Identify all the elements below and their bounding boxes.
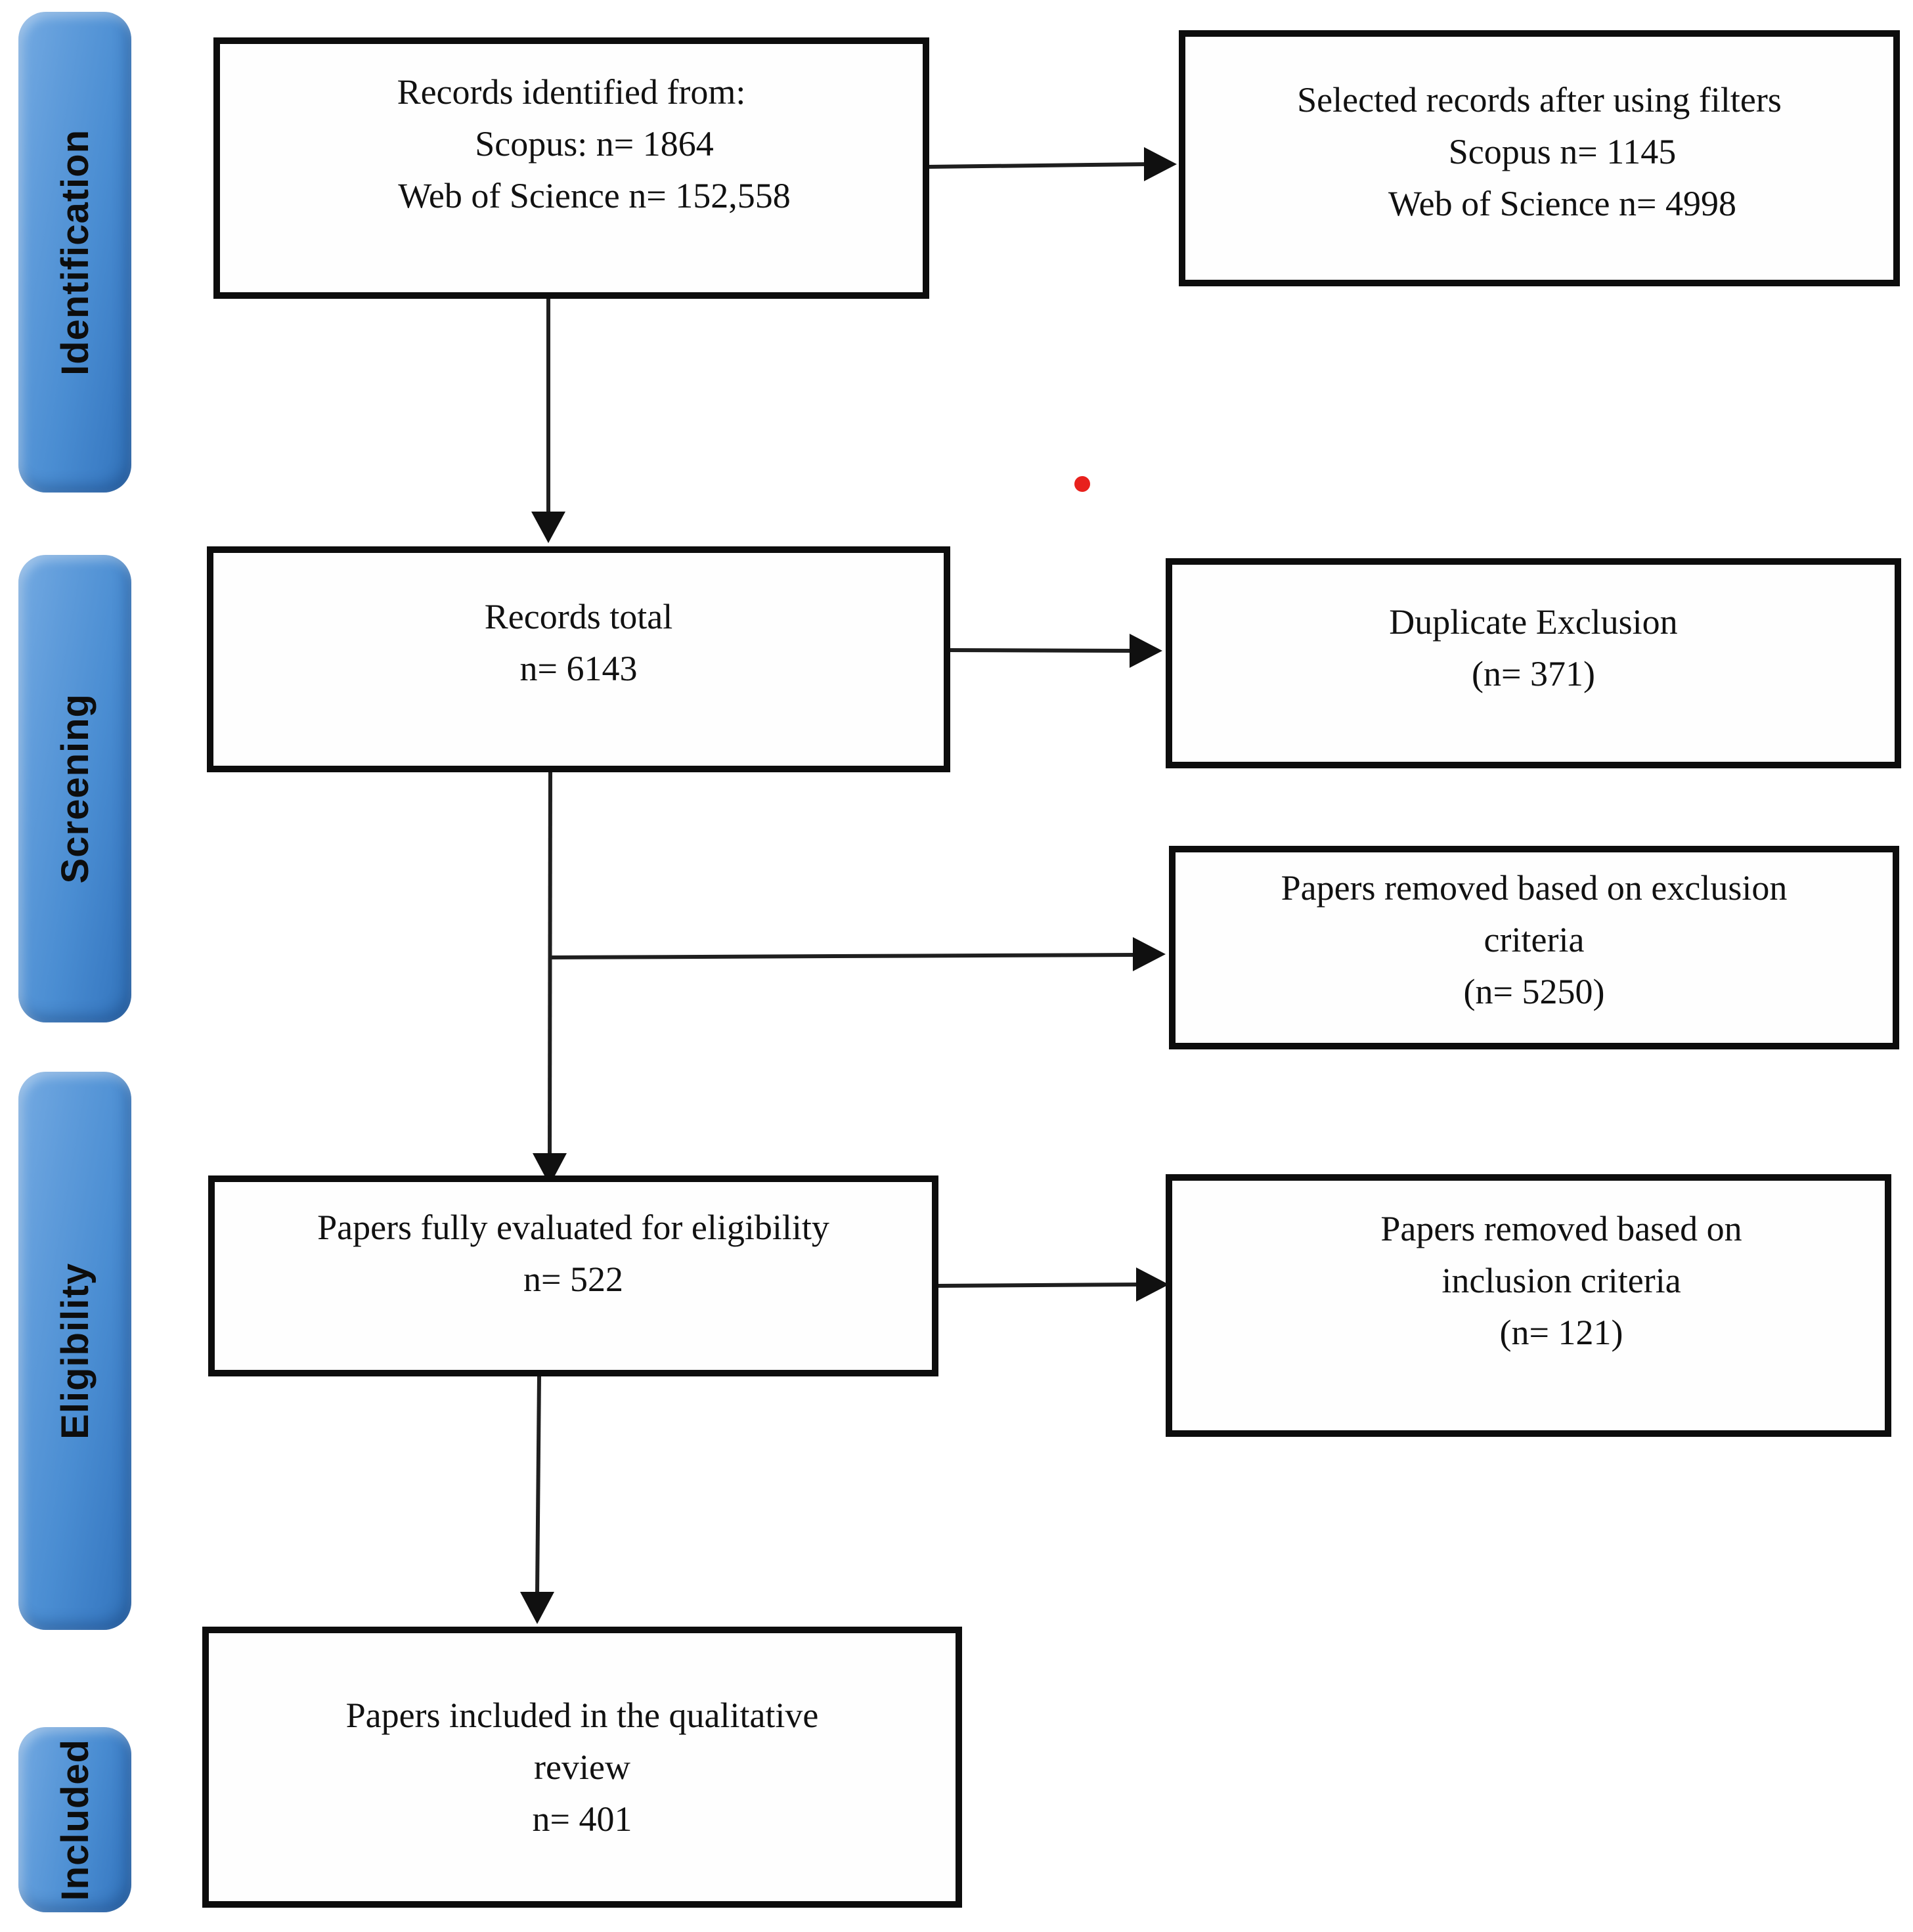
stage-included-label: Included [53, 1738, 97, 1901]
box-text-line: (n= 371) [1472, 654, 1595, 693]
stage-screening: Screening [18, 555, 131, 1022]
stage-included: Included [18, 1727, 131, 1912]
box-records-identified: Records identified from: Scopus: n= 1864… [213, 37, 929, 299]
box-text-line: Records total [484, 597, 673, 636]
stage-eligibility: Eligibility [18, 1072, 131, 1630]
box-text-line: Papers fully evaluated for eligibility [317, 1208, 829, 1247]
arrow-evaluated-to-inclusion [938, 1267, 1169, 1302]
box-text-line: (n= 121) [1499, 1312, 1623, 1352]
box-text-line: Records identified from: [397, 72, 746, 112]
red-dot-marker [1074, 476, 1090, 492]
box-text-line: inclusion criteria [1441, 1260, 1681, 1300]
box-text-line: Papers removed based on [1380, 1208, 1742, 1248]
box-text-line: Selected records after using filters [1297, 79, 1782, 120]
stage-screening-label: Screening [53, 693, 97, 884]
stage-identification-label: Identification [53, 129, 97, 376]
box-text-line: Scopus: n= 1864 [475, 123, 714, 164]
box-inclusion-removed: Papers removed based on inclusion criter… [1166, 1174, 1891, 1437]
arrow-total-to-duplicate [950, 634, 1162, 668]
box-exclusion-removed: Papers removed based on exclusion criter… [1169, 846, 1899, 1049]
arrow-evaluated-to-included [520, 1376, 554, 1624]
box-text-line: Web of Science n= 4998 [1388, 183, 1736, 223]
arrow-total-to-evaluated [533, 772, 567, 1185]
box-text-line: Papers included in the qualitative [345, 1695, 819, 1735]
box-text-line: criteria [1484, 919, 1585, 959]
box-selected-after-filters: Selected records after using filters Sco… [1179, 30, 1900, 286]
arrow-identified-to-total [531, 299, 565, 543]
arrow-branch-to-exclusion [550, 937, 1166, 971]
box-text-line: n= 6143 [519, 649, 638, 688]
box-text-line: n= 401 [532, 1799, 632, 1839]
box-text-line: Web of Science n= 152,558 [398, 175, 791, 215]
stage-identification: Identification [18, 12, 131, 493]
box-text-line: Scopus n= 1145 [1448, 131, 1677, 171]
box-text-line: Duplicate Exclusion [1389, 602, 1678, 642]
arrow-identified-to-filtered [929, 147, 1177, 181]
box-text-line: Papers removed based on exclusion [1281, 867, 1788, 908]
box-text-line: (n= 5250) [1463, 971, 1605, 1011]
box-text-line: n= 522 [523, 1260, 623, 1299]
box-duplicate-exclusion: Duplicate Exclusion (n= 371) [1166, 558, 1901, 768]
box-included-qualitative: Papers included in the qualitative revie… [202, 1627, 962, 1908]
box-text-line: review [534, 1747, 630, 1787]
stage-eligibility-label: Eligibility [53, 1262, 97, 1439]
box-records-total: Records total n= 6143 [207, 546, 950, 772]
box-fully-evaluated: Papers fully evaluated for eligibility n… [208, 1175, 938, 1376]
